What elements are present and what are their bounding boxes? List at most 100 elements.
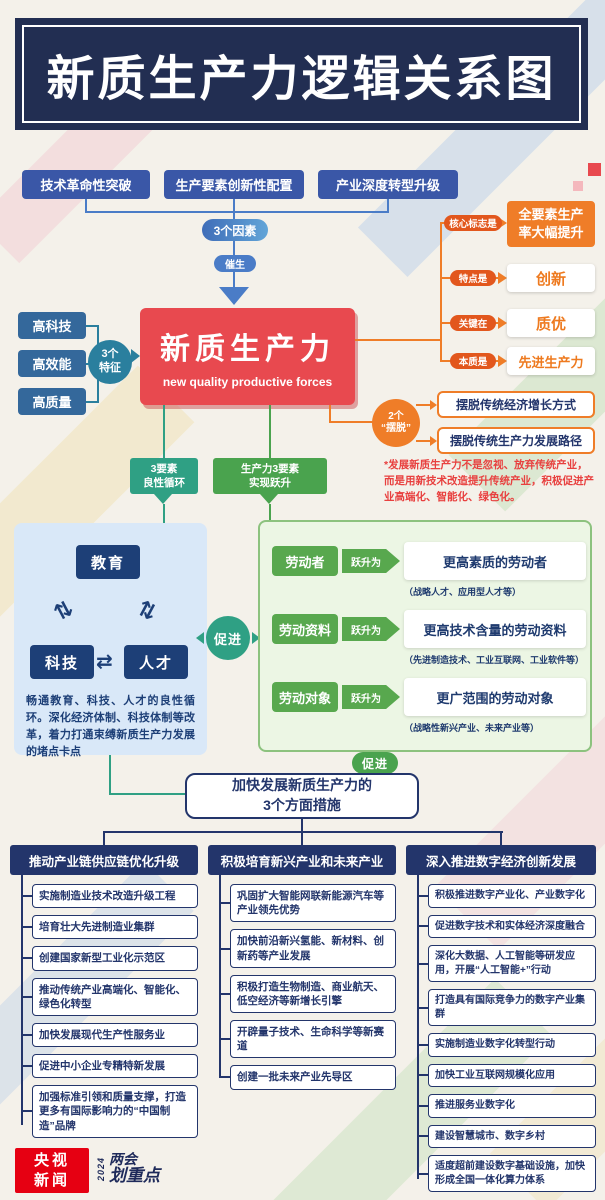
connector [103, 831, 503, 833]
badge-line: 良性循环 [143, 477, 185, 489]
core-concept-box: 新质生产力 new quality productive forces [140, 308, 355, 405]
three-factors-badge: 3个因素 [202, 219, 268, 241]
connector [440, 222, 442, 362]
measure-item: 推动传统产业高端化、智能化、绿色化转型 [21, 977, 198, 1016]
feature-box-2: 高效能 [18, 350, 86, 377]
double-arrow-icon: ⇄ [48, 595, 80, 624]
feature-label: 高科技 [32, 319, 72, 334]
measure-item: 加快发展现代生产性服务业 [21, 1022, 198, 1048]
arrow-right-icon [498, 317, 507, 329]
measure-item: 促进中小企业专精特新发展 [21, 1054, 198, 1079]
badge-line: 3个 [101, 348, 119, 361]
connector [416, 404, 432, 406]
arrow-down-icon [260, 494, 278, 504]
deco-square-pink [573, 181, 583, 191]
measures-title-line1: 加快发展新质生产力的 [232, 777, 372, 794]
spawn-label-badge: 催生 [214, 255, 256, 272]
arrow-right-icon [498, 217, 507, 229]
three-features-badge: 3个 特征 [88, 340, 132, 384]
column-header: 积极培育新兴产业和未来产业 [208, 845, 396, 875]
connector [416, 440, 432, 442]
two-breakaways-badge: 2个 “摆脱” [372, 399, 420, 447]
cycle-node-education: 教育 [76, 545, 140, 579]
attribute-value-box: 全要素生产率大幅提升 [507, 201, 595, 247]
attribute-label: 关键在 [450, 315, 496, 331]
connector [329, 405, 331, 423]
attribute-value-box: 质优 [507, 309, 595, 337]
leap-note: （战略人才、应用型人才等） [404, 587, 522, 597]
factor-box-3: 产业深度转型升级 [318, 170, 458, 199]
measure-item: 深化大数据、人工智能等研发应用，开展“人工智能+”行动 [417, 945, 596, 982]
measure-item: 推进服务业数字化 [417, 1094, 596, 1118]
arrow-right-icon [430, 400, 437, 410]
connector [233, 199, 235, 212]
measure-item: 实施制造业技术改造升级工程 [21, 884, 198, 909]
core-title: 新质生产力 [160, 333, 335, 366]
measure-item: 培育壮大先进制造业集群 [21, 915, 198, 940]
leap-badge: 生产力3要素 实现跃升 [213, 458, 327, 494]
arrow-right-icon [252, 632, 260, 644]
logo-line: 新闻 [33, 1171, 70, 1189]
measure-item: 适度超前建设数字基础设施，加快形成全国一体化算力体系 [417, 1155, 596, 1192]
feature-box-1: 高科技 [18, 312, 86, 339]
attribute-label: 本质是 [450, 353, 496, 369]
title-banner: 新质生产力逻辑关系图 [15, 18, 588, 130]
measure-item: 积极推进数字产业化、产业数字化 [417, 884, 596, 908]
brand-line2: 划重点 [109, 1166, 160, 1186]
leap-arrow-label: 跃升为 [342, 685, 400, 709]
connector [163, 504, 165, 523]
banner-frame [22, 25, 581, 123]
connector [85, 199, 87, 212]
feature-box-3: 高质量 [18, 388, 86, 415]
two-sessions-brand: 2024 两会 划重点 [96, 1151, 160, 1186]
breakaway-box-2: 摆脱传统生产力发展路径 [437, 427, 595, 454]
measure-item: 促进数字技术和实体经济深度融合 [417, 914, 596, 938]
factor-label: 产业深度转型升级 [335, 178, 440, 193]
leap-to-box: 更高素质的劳动者 [404, 542, 586, 580]
badge-line: 3要素 [150, 462, 178, 475]
measures-column-2: 积极培育新兴产业和未来产业 巩固扩大智能网联新能源汽车等产业领先优势 加快前沿新… [208, 845, 396, 1090]
promote-pill-badge: 促进 [352, 752, 398, 774]
badge-line: 实现跃升 [249, 477, 291, 489]
measure-item: 实施制造业数字化转型行动 [417, 1033, 596, 1057]
brand-line1: 两会 [109, 1151, 137, 1167]
leap-note: （先进制造技术、工业互联网、工业软件等） [404, 655, 585, 665]
connector [329, 421, 374, 423]
leap-from-box: 劳动者 [272, 546, 338, 576]
promote-circle-badge: 促进 [206, 616, 250, 660]
attribute-label: 特点是 [450, 270, 496, 286]
measure-item: 加强标准引领和质量支撑，打造更多有国际影响力的“中国制造”品牌 [21, 1085, 198, 1138]
measures-title: 加快发展新质生产力的 3个方面措施 [185, 773, 419, 819]
measure-item: 创建一批未来产业先导区 [219, 1065, 396, 1090]
core-subtitle: new quality productive forces [162, 375, 333, 389]
brand-year: 2024 [96, 1157, 106, 1182]
connector [269, 504, 271, 520]
feature-label: 高质量 [32, 395, 72, 410]
factor-label: 技术革命性突破 [40, 178, 132, 193]
connector [233, 212, 235, 220]
measure-item: 建设智慧城市、数字乡村 [417, 1124, 596, 1148]
column-items: 积极推进数字产业化、产业数字化 促进数字技术和实体经济深度融合 深化大数据、人工… [417, 875, 596, 1192]
connector [109, 755, 111, 795]
arrow-right-icon [498, 355, 507, 367]
leap-to-box: 更广范围的劳动对象 [404, 678, 586, 716]
attribute-label: 核心标志是 [444, 215, 502, 231]
leap-from-box: 劳动对象 [272, 682, 338, 712]
connector [86, 325, 98, 327]
attribute-value-box: 创新 [507, 264, 595, 292]
leap-from-box: 劳动资料 [272, 614, 338, 644]
measure-item: 巩固扩大智能网联新能源汽车等产业领先优势 [219, 884, 396, 923]
arrow-down-icon [219, 287, 249, 305]
connector [355, 339, 442, 341]
connector [500, 831, 502, 845]
cycle-node-talent: 人才 [124, 645, 188, 679]
badge-line: 特征 [99, 362, 121, 374]
column-items: 实施制造业技术改造升级工程 培育壮大先进制造业集群 创建国家新型工业化示范区 推… [21, 875, 198, 1138]
cycle-badge: 3要素 良性循环 [130, 458, 198, 494]
measures-column-3: 深入推进数字经济创新发展 积极推进数字产业化、产业数字化 促进数字技术和实体经济… [406, 845, 596, 1192]
connector [387, 199, 389, 212]
factor-box-1: 技术革命性突破 [22, 170, 150, 199]
column-items: 巩固扩大智能网联新能源汽车等产业领先优势 加快前沿新兴氢能、新材料、创新药等产业… [219, 875, 396, 1090]
leap-note: （战略性新兴产业、未来产业等） [404, 723, 540, 733]
